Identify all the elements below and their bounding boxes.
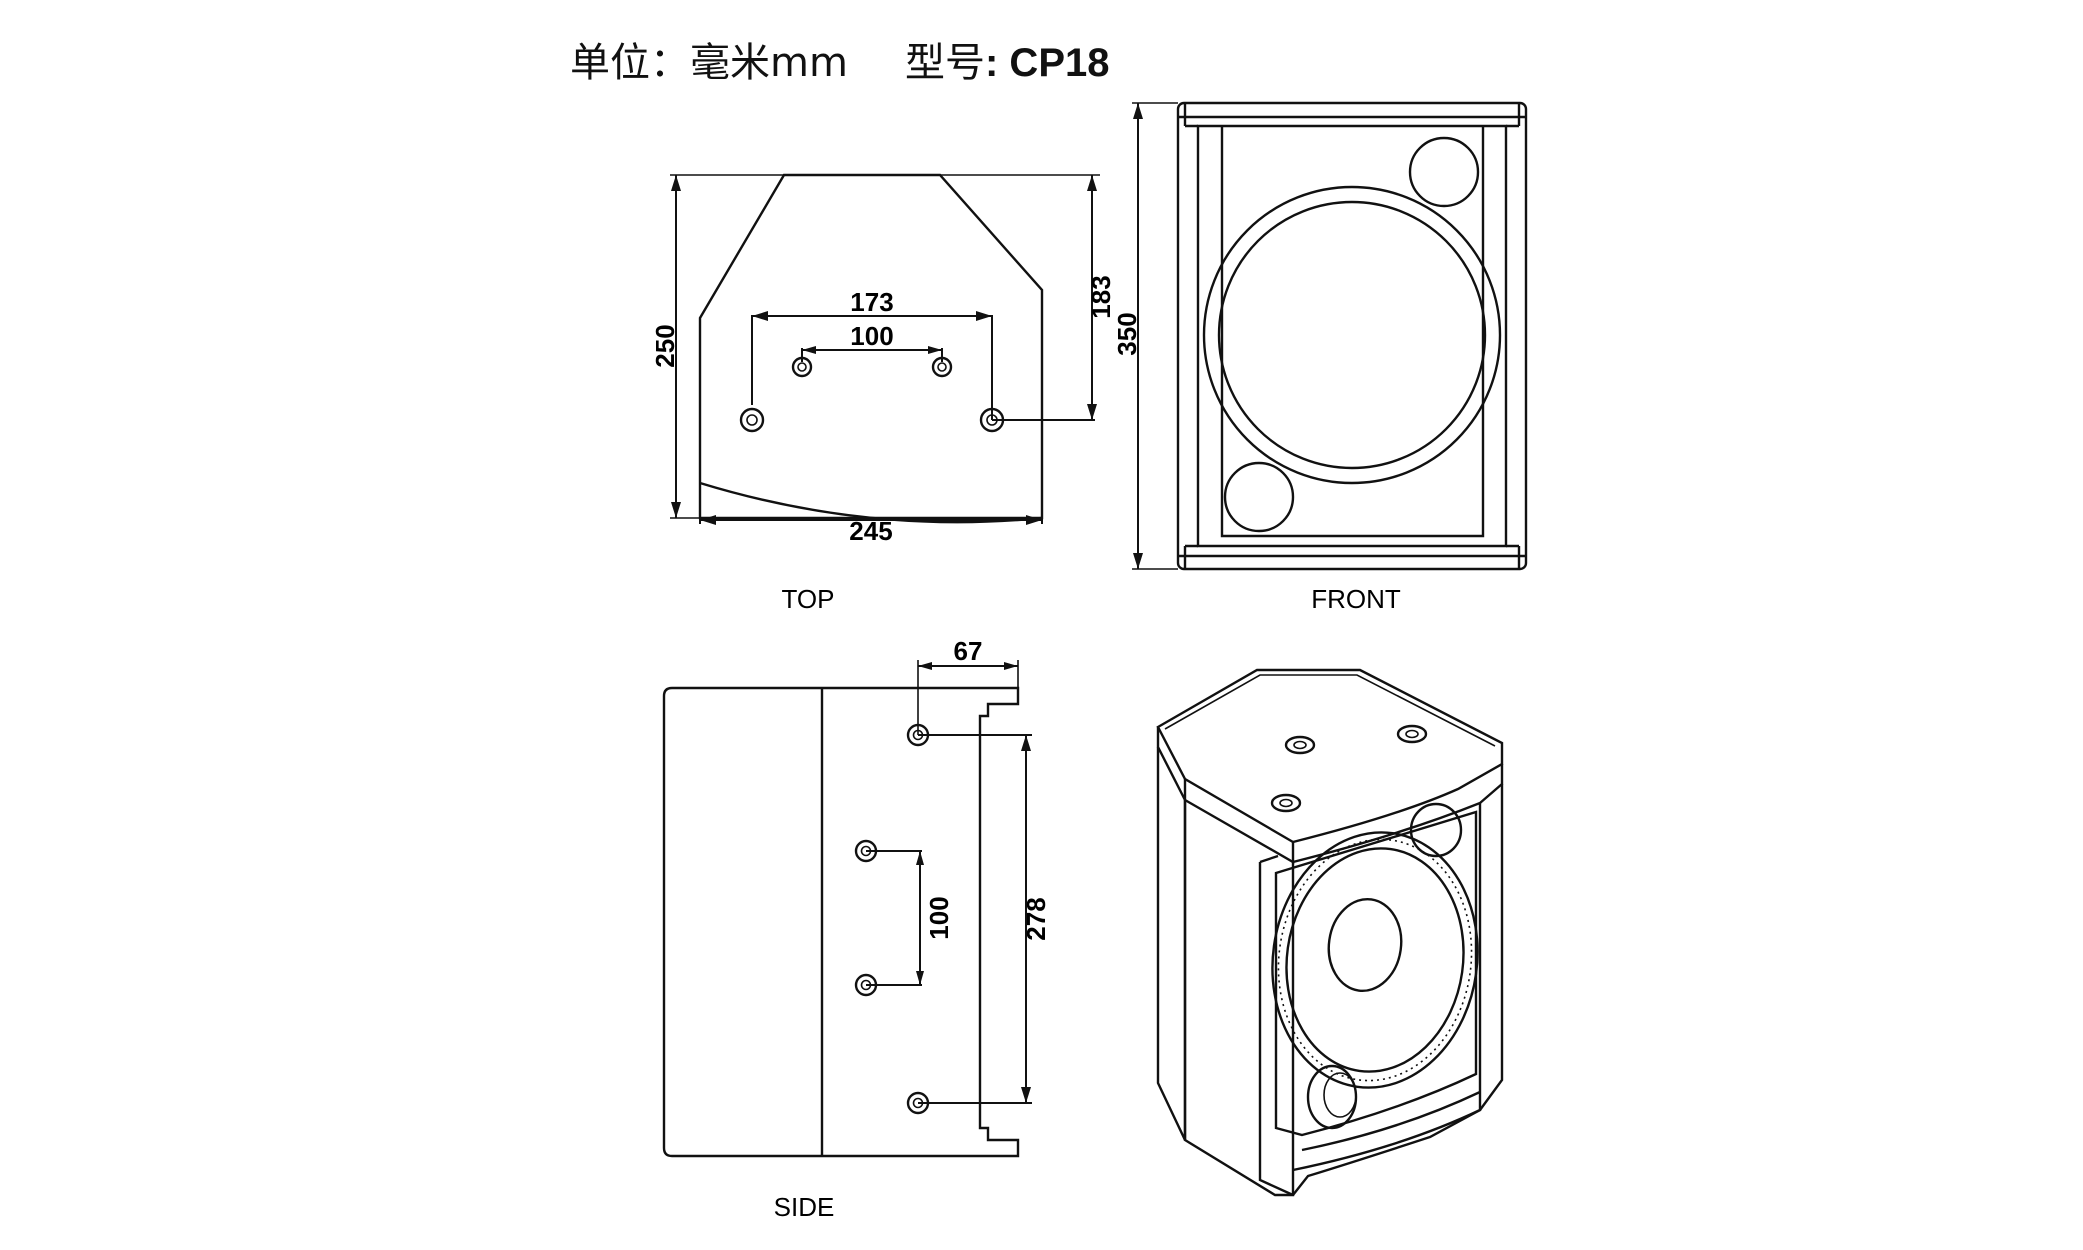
top-mount-hole xyxy=(791,356,813,378)
dim-label-245: 245 xyxy=(849,516,892,546)
dim-line-100-side xyxy=(866,850,922,986)
iso-port-top xyxy=(1409,802,1463,858)
isometric-view xyxy=(1156,668,1504,1197)
iso-woofer-dustcap xyxy=(1327,897,1403,993)
side-cabinet-outline xyxy=(662,686,1020,1158)
model-label: 型号: CP18 xyxy=(905,40,1110,86)
view-label-top: TOP xyxy=(782,584,835,614)
view-label-side: SIDE xyxy=(774,1192,835,1222)
dim-line-245 xyxy=(699,518,1043,524)
dim-line-183 xyxy=(992,175,1095,421)
dim-line-173 xyxy=(751,315,993,420)
dim-label-67: 67 xyxy=(954,636,983,666)
dim-label-100-top: 100 xyxy=(850,321,893,351)
iso-front-baffle xyxy=(1274,810,1478,1137)
port-top xyxy=(1408,136,1480,208)
iso-top-surface xyxy=(1156,668,1504,844)
iso-top-hole xyxy=(1396,724,1428,744)
dim-label-100-side: 100 xyxy=(924,896,954,939)
top-mount-hole xyxy=(931,356,953,378)
top-view-front-curve xyxy=(699,481,1043,524)
unit-label: 单位：毫米mm xyxy=(570,40,848,86)
top-mount-hole xyxy=(739,407,765,433)
side-view: 67 278 100 SIDE xyxy=(662,636,1051,1222)
iso-top-hole xyxy=(1270,793,1302,813)
iso-side-panel xyxy=(1156,747,1187,1141)
view-label-front: FRONT xyxy=(1311,584,1401,614)
side-mount-hole xyxy=(854,839,878,863)
side-mount-hole xyxy=(854,973,878,997)
top-mount-hole xyxy=(979,407,1005,433)
woofer-surround xyxy=(1202,185,1502,485)
dim-label-278: 278 xyxy=(1021,897,1051,940)
front-baffle xyxy=(1220,126,1485,538)
dim-label-173: 173 xyxy=(850,287,893,317)
dim-label-350: 350 xyxy=(1112,312,1142,355)
side-mount-hole xyxy=(906,1091,930,1115)
top-view: 250 245 173 100 183 TOP xyxy=(650,173,1116,614)
dim-line-278 xyxy=(918,734,1032,1104)
iso-woofer-frame xyxy=(1271,831,1479,1089)
iso-top-hole xyxy=(1284,735,1316,755)
iso-woofer-cone xyxy=(1285,847,1465,1073)
dim-label-250: 250 xyxy=(650,324,680,367)
port-bottom xyxy=(1223,461,1295,533)
front-cabinet-outline xyxy=(1176,101,1528,571)
dim-label-183: 183 xyxy=(1086,275,1116,318)
side-mount-hole xyxy=(906,723,930,747)
front-view: 350 FRONT xyxy=(1112,101,1528,614)
dim-line-100-top xyxy=(801,348,943,362)
woofer-cone xyxy=(1217,200,1487,470)
